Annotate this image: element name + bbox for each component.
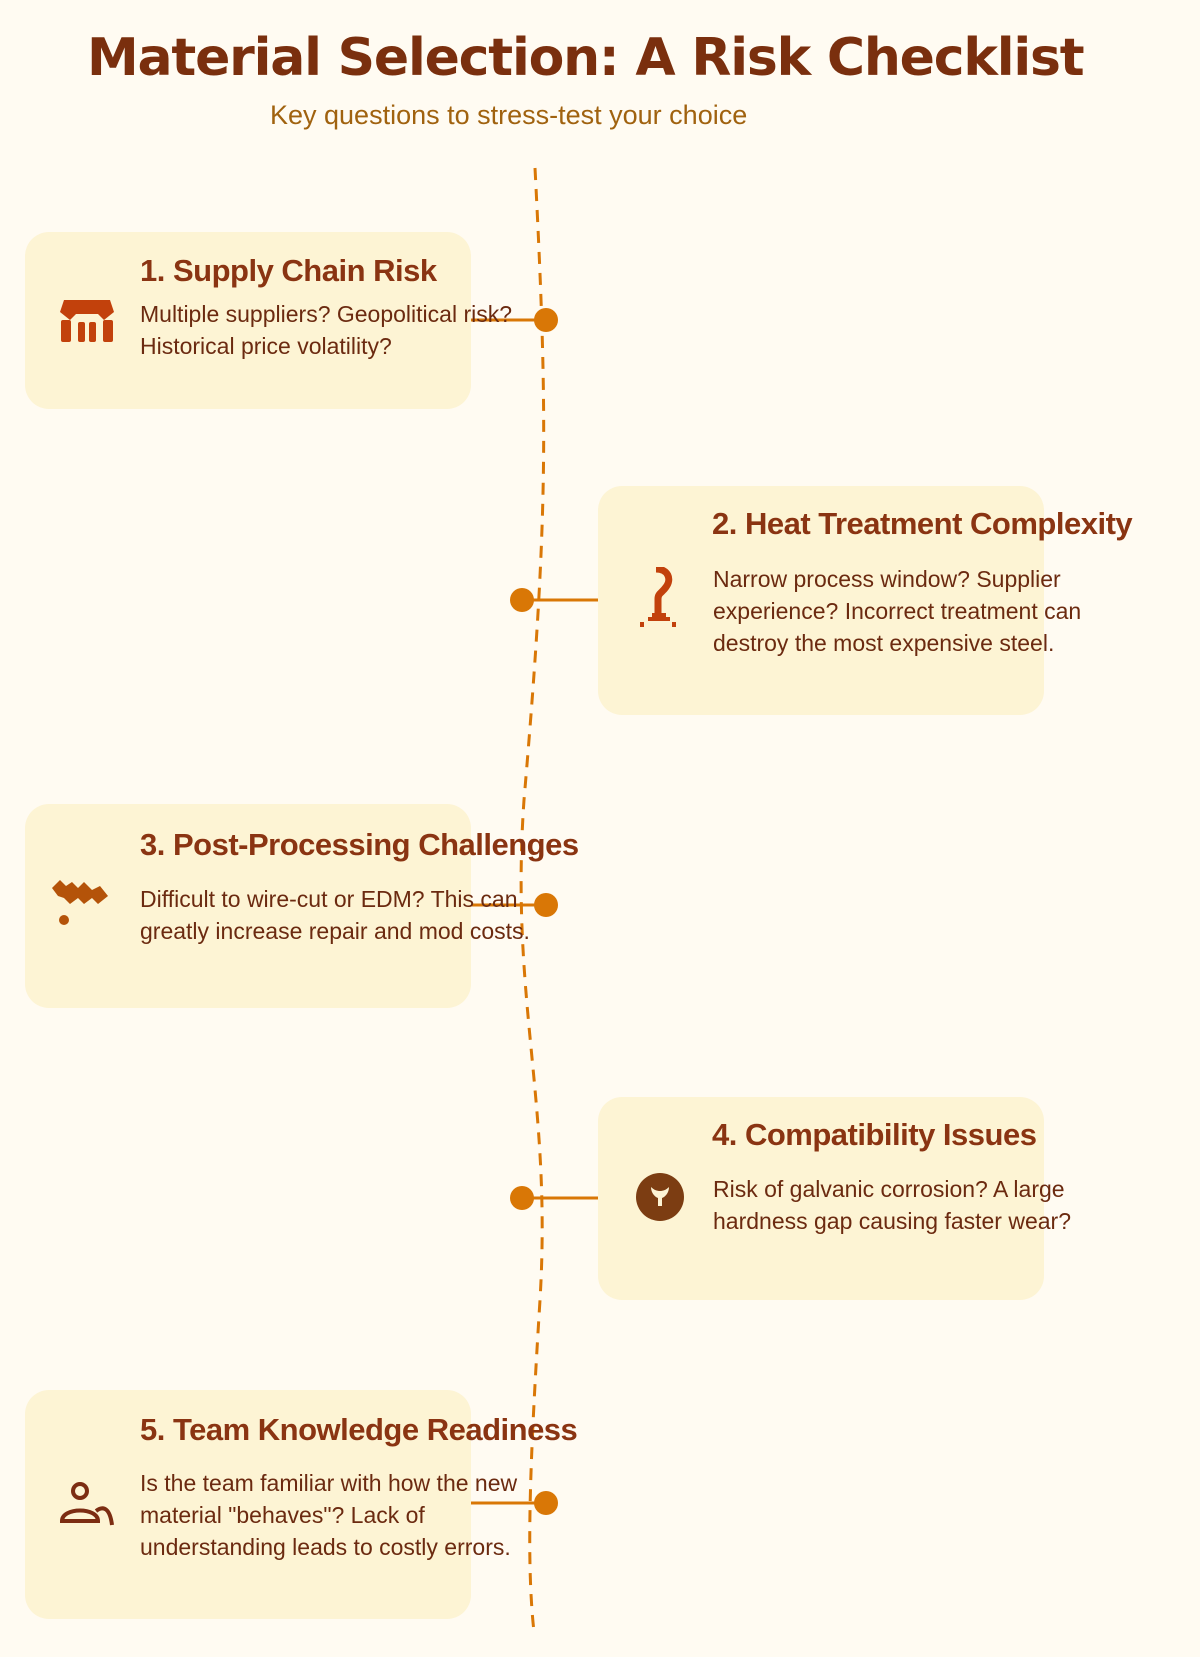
item-description: Narrow process window? Supplier experien… [713, 566, 1082, 656]
card-team-knowledge-readiness [25, 1390, 471, 1619]
team-knowledge-icon [58, 1481, 116, 1533]
item-description: Difficult to wire-cut or EDM? This can g… [140, 886, 530, 944]
item-description: Risk of galvanic corrosion? A large hard… [713, 1176, 1071, 1234]
item-description: Is the team familiar with how the new ma… [140, 1470, 518, 1560]
compatibility-icon [635, 1172, 685, 1226]
heat-treatment-icon [638, 565, 678, 633]
page-subtitle: Key questions to stress-test your choice [270, 100, 748, 130]
post-processing-icon [50, 876, 114, 930]
card-supply-chain-risk [25, 232, 471, 409]
item-title: 3. Post-Processing Challenges [140, 827, 579, 862]
item-title: 4. Compatibility Issues [712, 1117, 1037, 1152]
card-heat-treatment-complexity [598, 486, 1044, 715]
item-description: Multiple suppliers? Geopolitical risk? H… [140, 301, 512, 359]
item-title: 5. Team Knowledge Readiness [140, 1412, 578, 1447]
page-title: Material Selection: A Risk Checklist [87, 28, 1085, 88]
supply-chain-icon [58, 298, 116, 348]
item-title: 1. Supply Chain Risk [140, 253, 437, 288]
card-post-processing-challenges [25, 804, 471, 1008]
item-title: 2. Heat Treatment Complexity [712, 506, 1133, 541]
